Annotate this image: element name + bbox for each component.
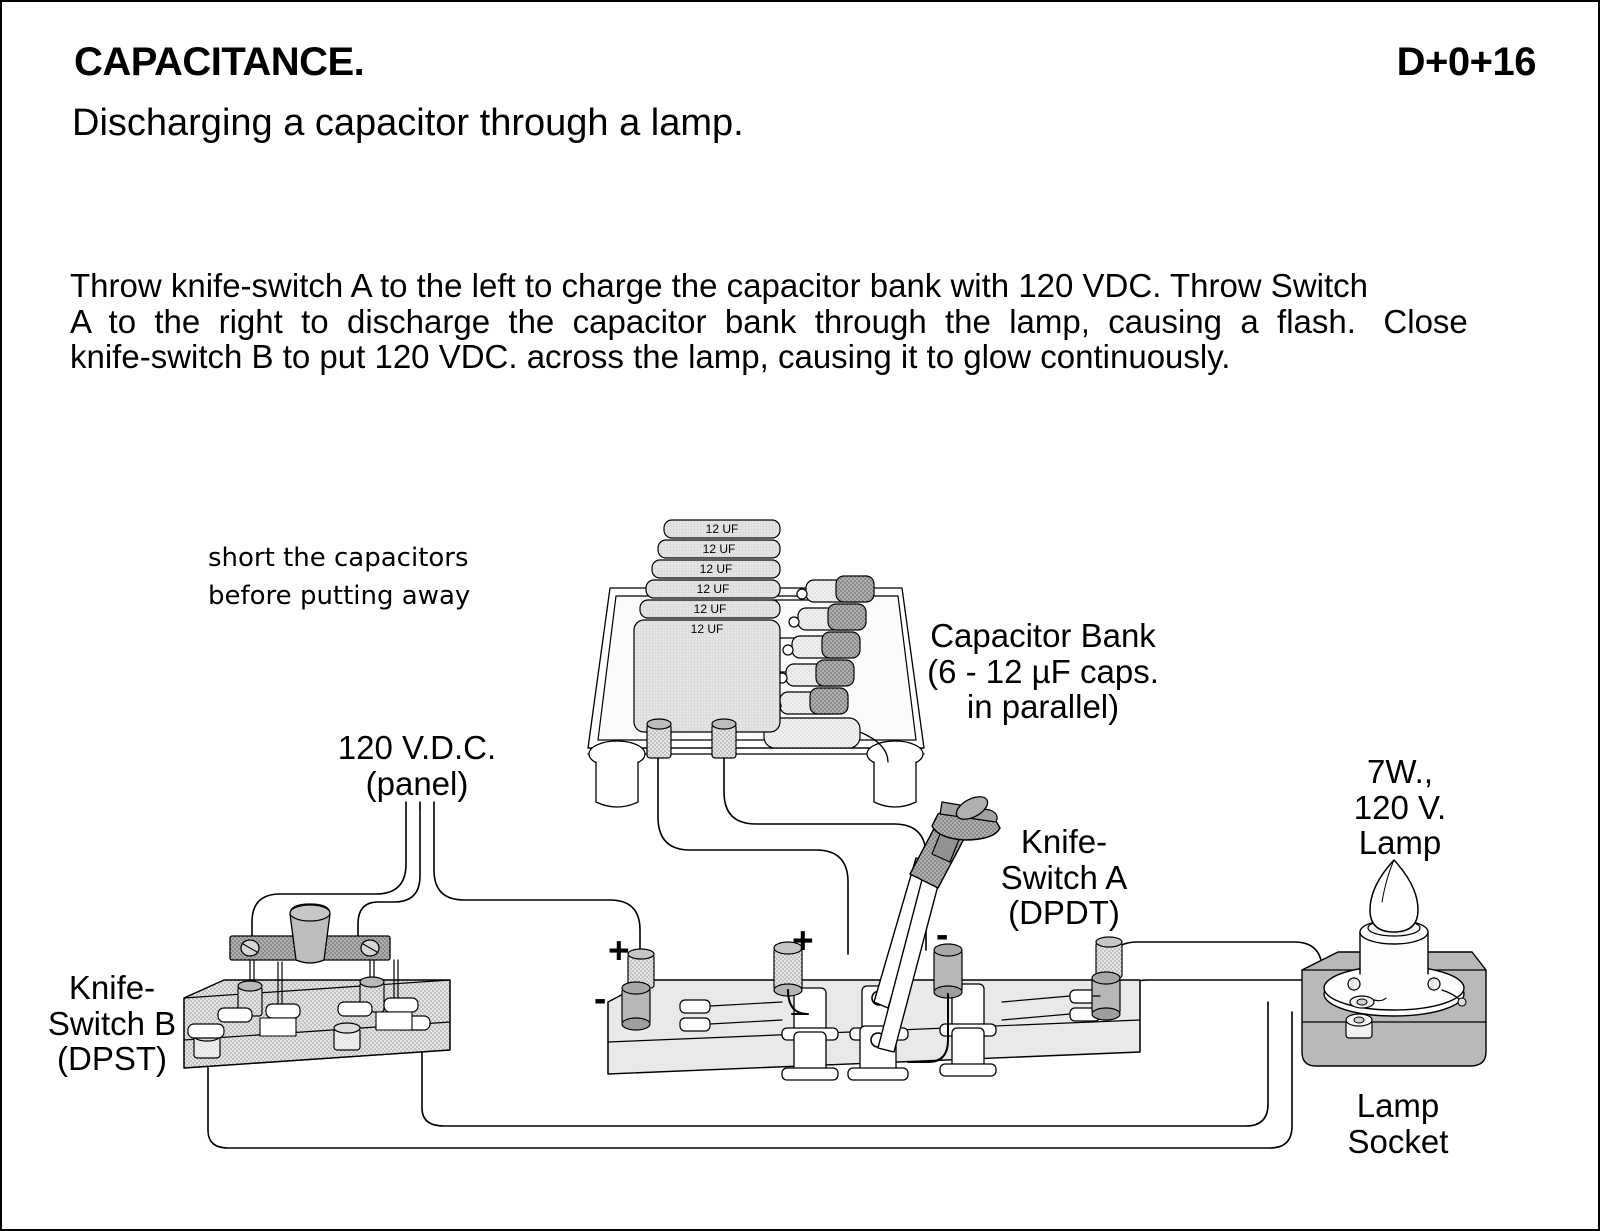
knife-switch-b-label: Knife- Switch B (DPST): [22, 970, 202, 1077]
wire-switch-b-to-lamp-2: [421, 1001, 1269, 1127]
capacitor-body: [651, 559, 781, 579]
knife-switch-a: [607, 796, 1141, 1081]
lamp-socket-label-line1: Lamp: [1356, 1087, 1440, 1124]
wire-panel-to-switch-b-1: [251, 801, 407, 943]
lamp-socket-label: Lamp Socket: [1308, 1088, 1488, 1159]
page-subtitle: Discharging a capacitor through a lamp.: [72, 102, 744, 144]
capacitor-label: 12 UF: [694, 602, 727, 616]
wire-panel-to-switch-b-2: [357, 807, 421, 947]
knife-switch-b-label-line1: Knife-: [68, 969, 156, 1006]
capacitor-bank-terminals: [646, 718, 737, 759]
knife-switch-a-label-line2: Switch A: [1000, 858, 1128, 896]
capacitor-label: 12 UF: [706, 522, 739, 536]
knife-switch-b-label-line2: Switch B: [47, 1004, 177, 1042]
instructions-line-1: Throw knife-switch A to the left to char…: [70, 267, 1369, 304]
knife-switch-b-clips: [217, 997, 419, 1033]
wire-panel-to-switch-a-1: [433, 801, 641, 959]
lamp-socket-terminals: [1345, 995, 1375, 1039]
knife-switch-b-lower-terminals: [187, 1015, 431, 1059]
knife-switch-a-label-line1: Knife-: [1020, 823, 1108, 860]
supply-label-line1: 120 V.D.C.: [337, 729, 497, 766]
polarity-mark-plus-left: +: [608, 930, 630, 971]
short-capacitors-note: short the capacitors before putting away: [208, 543, 471, 611]
socket-screw-right: [1427, 977, 1441, 991]
lamp-label-line2: 120 V.: [1353, 788, 1447, 826]
knife-switch-a-contact-blocks: [781, 983, 997, 1081]
capacitor-body: [639, 599, 781, 619]
knife-switch-a-post-left-minus: [621, 981, 651, 1031]
polarity-mark-plus-center: +: [792, 920, 814, 961]
capacitor-label: 12 UF: [697, 582, 730, 596]
capacitor-label: 12 UF: [700, 562, 733, 576]
catalog-code: D+0+16: [1396, 40, 1537, 84]
knife-switch-b: [183, 903, 451, 1069]
knife-switch-a-label-line3: (DPDT): [1008, 894, 1120, 932]
capacitor-body: [663, 519, 781, 539]
lamp-label-line1: 7W.,: [1366, 753, 1434, 790]
instructions-line-3: knife-switch B to put 120 VDC. across th…: [70, 338, 1231, 376]
polarity-mark-minus-center: -: [936, 914, 949, 955]
instructions-paragraph: Throw knife-switch A to the left to char…: [70, 268, 1532, 375]
supply-label-line2: (panel): [365, 764, 469, 802]
wire-cap-to-switch-a-2: [723, 743, 927, 951]
lamp-socket-label-line2: Socket: [1347, 1122, 1449, 1160]
lamp-label: 7W., 120 V. Lamp: [1320, 754, 1480, 861]
capacitor-bank-base-block: [763, 717, 861, 749]
wire-cap-to-switch-a-1: [657, 743, 849, 955]
capacitor-bank-jumper: [859, 731, 889, 763]
capacitor-bank-label-line2: (6 - 12 µF caps.: [927, 652, 1159, 690]
instructions-line-2: A to the right to discharge the capacito…: [70, 302, 1468, 340]
knife-switch-a-label: Knife- Switch A (DPDT): [964, 824, 1164, 931]
capacitor-stack: [633, 519, 781, 733]
knife-switch-a-handle-tip: [955, 796, 989, 820]
lamp-label-line3: Lamp: [1358, 824, 1442, 862]
capacitor-bank-label-line3: in parallel): [966, 688, 1120, 726]
knife-switch-b-label-line3: (DPST): [57, 1040, 167, 1078]
knife-switch-a-base-runs: [709, 995, 1101, 1025]
capacitor-label: 12 UF: [691, 622, 724, 636]
socket-screw-left: [1347, 977, 1361, 991]
knife-switch-a-post-right-upper: [1095, 936, 1123, 979]
lamp-socket-lead-left: [1373, 997, 1387, 1002]
capacitor-bank-legs: [588, 740, 924, 808]
knife-switch-a-post-center-minus: [933, 943, 963, 999]
capacitor-body: [645, 579, 781, 599]
capacitor-labels: 12 UF 12 UF 12 UF 12 UF 12 UF 12 UF: [691, 522, 739, 636]
capacitor-terminal-blocks: [763, 575, 875, 749]
page-title: CAPACITANCE.: [74, 40, 365, 84]
capacitor-bank-label: Capacitor Bank (6 - 12 µF caps. in paral…: [908, 618, 1178, 725]
capacitor-bank-label-line1: Capacitor Bank: [930, 617, 1156, 654]
wire-switch-b-to-lamp-1: [207, 1011, 1293, 1149]
knife-switch-a-internal-jumpers: [787, 989, 949, 1063]
capacitor-label: 12 UF: [703, 542, 736, 556]
polarity-mark-minus-left: -: [594, 978, 607, 1019]
capacitor-body: [657, 539, 781, 559]
lamp-socket: [1301, 859, 1487, 1067]
knife-switch-a-post-right-lower: [1091, 971, 1121, 1021]
lamp-bulb: [1369, 859, 1419, 933]
lamp-bulb-highlight: [1381, 859, 1395, 903]
capacitor-body-front: [633, 619, 781, 733]
supply-label: 120 V.D.C. (panel): [322, 730, 512, 801]
